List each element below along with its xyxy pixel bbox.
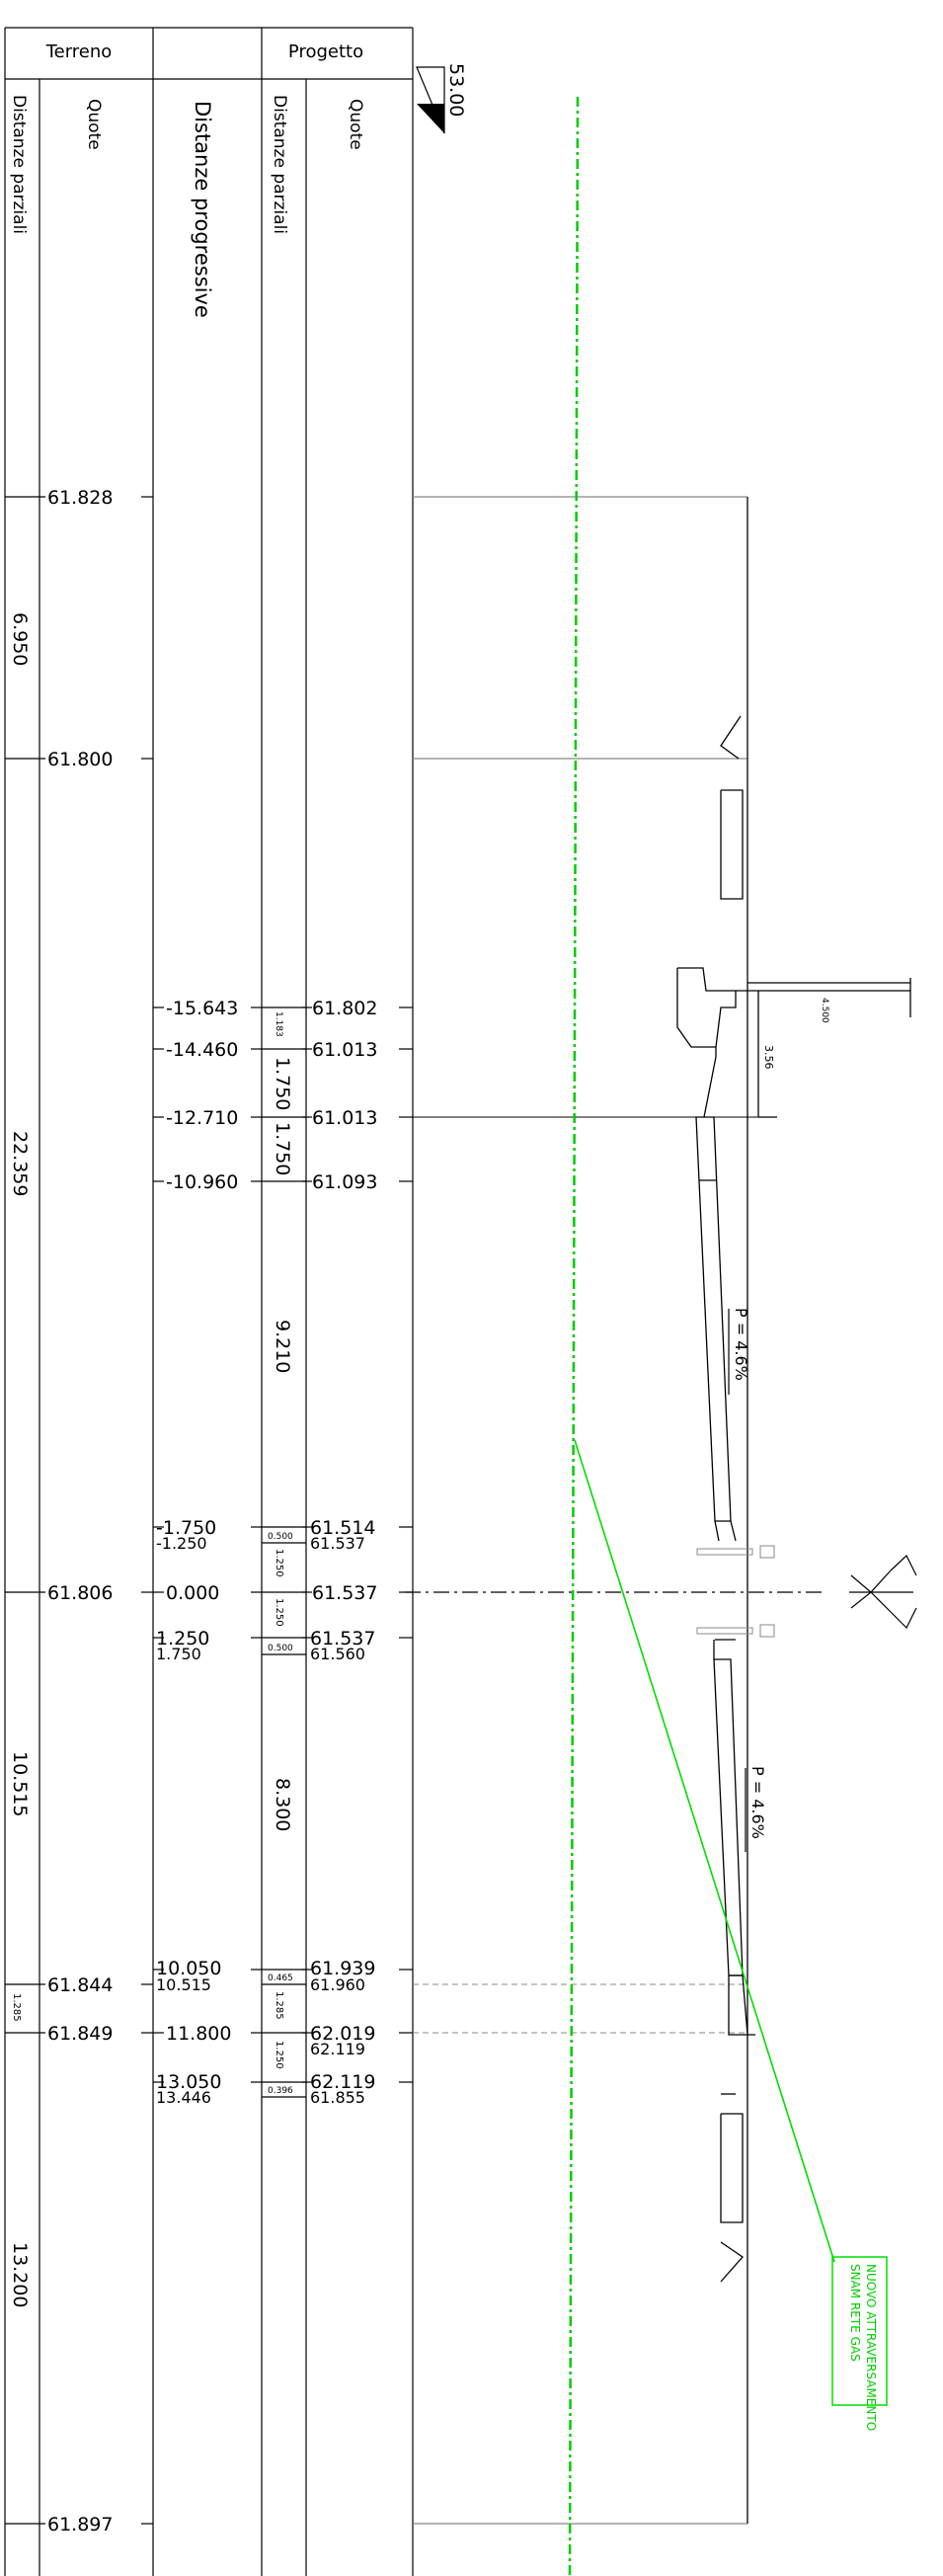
centerline-axis: [405, 1555, 917, 1630]
project-partial-distance: 1.250: [274, 2041, 284, 2069]
table-grid: [4, 27, 414, 2576]
slope-labels: P = 4.6% P = 4.6%: [728, 1308, 767, 1852]
dimension-height-label: 3.56: [762, 1045, 775, 1070]
progressive-distance: -12.710: [166, 1107, 238, 1129]
progressive-distance: 10.515: [156, 1975, 211, 1994]
terrain-elevation: 61.844: [47, 1974, 113, 1996]
project-elevation: 61.560: [310, 1645, 365, 1663]
progressive-distance: 1.750: [156, 1645, 201, 1663]
progressive-distance: 0.000: [166, 1582, 219, 1604]
project-partial-distance: 0.500: [268, 1532, 293, 1542]
terrain-partial-distance: 22.359: [9, 1131, 31, 1196]
header-quote-progetto: Quote: [346, 99, 365, 150]
project-partial-distance: 0.465: [268, 1973, 293, 1983]
project-partial-distance: 1.250: [274, 1598, 284, 1627]
terrain-partial-distance: 1.285: [11, 1993, 22, 2022]
terrain-partial-distance: 10.515: [9, 1751, 31, 1816]
project-partial-distance: 0.500: [268, 1644, 293, 1653]
progressive-distance: 1.250: [156, 1628, 209, 1650]
gas-pipeline: NUOVO ATTRAVERSAMENTO SNAM RETE GAS: [568, 96, 888, 2576]
progressive-distance: -14.460: [166, 1039, 238, 1061]
progressive-distance: -1.750: [156, 1517, 216, 1539]
project-elevation: 61.537: [310, 1628, 375, 1650]
header-progetto: Progetto: [288, 41, 363, 62]
project-elevation: 62.019: [310, 2023, 375, 2045]
progressive-distance: -1.250: [156, 1534, 207, 1553]
project-partial-distance: 1.183: [274, 1011, 283, 1037]
terrain-partial-distance: 6.950: [9, 612, 31, 666]
project-partial-distance: 1.750: [272, 1122, 293, 1175]
terrain-reference-lines: [413, 496, 777, 2525]
project-elevation: 61.939: [310, 1958, 375, 1979]
datum-marker: 53.00: [416, 63, 467, 134]
header-distanze-progressive: Distanze progressive: [191, 101, 214, 318]
terrain-elevation: 61.800: [47, 749, 113, 770]
progressive-distance: 13.446: [156, 2088, 211, 2107]
road-structure-right: [713, 1639, 755, 2283]
project-partial-distance: 0.396: [268, 2086, 293, 2096]
terrain-partial-distance: 13.200: [9, 2242, 31, 2307]
barrier-posts: [696, 1545, 775, 1638]
header-terreno: Terreno: [45, 41, 113, 62]
project-elevation: 61.960: [310, 1975, 365, 1994]
terrain-elevation: 61.806: [47, 1582, 113, 1604]
project-elevation: 61.093: [312, 1171, 377, 1193]
gas-note-box: [831, 2256, 888, 2406]
project-elevation: 61.855: [310, 2088, 365, 2107]
terrain-ticks: [5, 496, 153, 2525]
project-elevation: 61.013: [312, 1107, 377, 1129]
gas-note-line1: NUOVO ATTRAVERSAMENTO: [864, 2264, 878, 2431]
header-distanze-parziali-progetto: Distanze parziali: [270, 95, 289, 234]
gas-note-line2: SNAM RETE GAS: [848, 2264, 862, 2362]
terrain-elevation: 61.897: [47, 2514, 113, 2536]
project-elevation: 61.537: [310, 1534, 365, 1553]
progressive-ticks: [153, 1006, 262, 2083]
dimension-width-label: 4.500: [820, 998, 829, 1023]
progressive-distance: -15.643: [166, 998, 238, 1019]
project-elevation: 61.514: [310, 1517, 375, 1539]
road-structure-left: [676, 715, 911, 1542]
project-partial-ticks: [262, 1006, 306, 2098]
slope-label-left: P = 4.6%: [732, 1308, 750, 1381]
project-partial-distance: 9.210: [272, 1320, 293, 1373]
slope-label-right: P = 4.6%: [748, 1766, 767, 1839]
header-quote-terreno: Quote: [84, 99, 104, 150]
project-elevation: 61.537: [312, 1582, 377, 1604]
project-elevation: 62.119: [310, 2040, 365, 2058]
project-partial-distance: 8.300: [272, 1778, 293, 1831]
progressive-distance: 13.050: [156, 2071, 221, 2093]
progressive-distance: -10.960: [166, 1171, 238, 1193]
project-partial-distance: 1.285: [274, 1991, 284, 2020]
project-partial-distance: 1.250: [274, 1549, 284, 1577]
terrain-elevation: 61.828: [47, 487, 113, 509]
project-partial-distance: 1.750: [272, 1057, 293, 1110]
header-distanze-parziali-terreno: Distanze parziali: [9, 95, 29, 234]
project-elevation: 62.119: [310, 2071, 375, 2093]
progressive-distance: 10.050: [156, 1958, 221, 1979]
project-elevation: 61.802: [312, 998, 377, 1019]
progressive-distance: 11.800: [166, 2023, 231, 2045]
datum-elevation: 53.00: [445, 63, 467, 117]
project-elevation: 61.013: [312, 1039, 377, 1061]
terrain-elevation: 61.849: [47, 2023, 113, 2045]
